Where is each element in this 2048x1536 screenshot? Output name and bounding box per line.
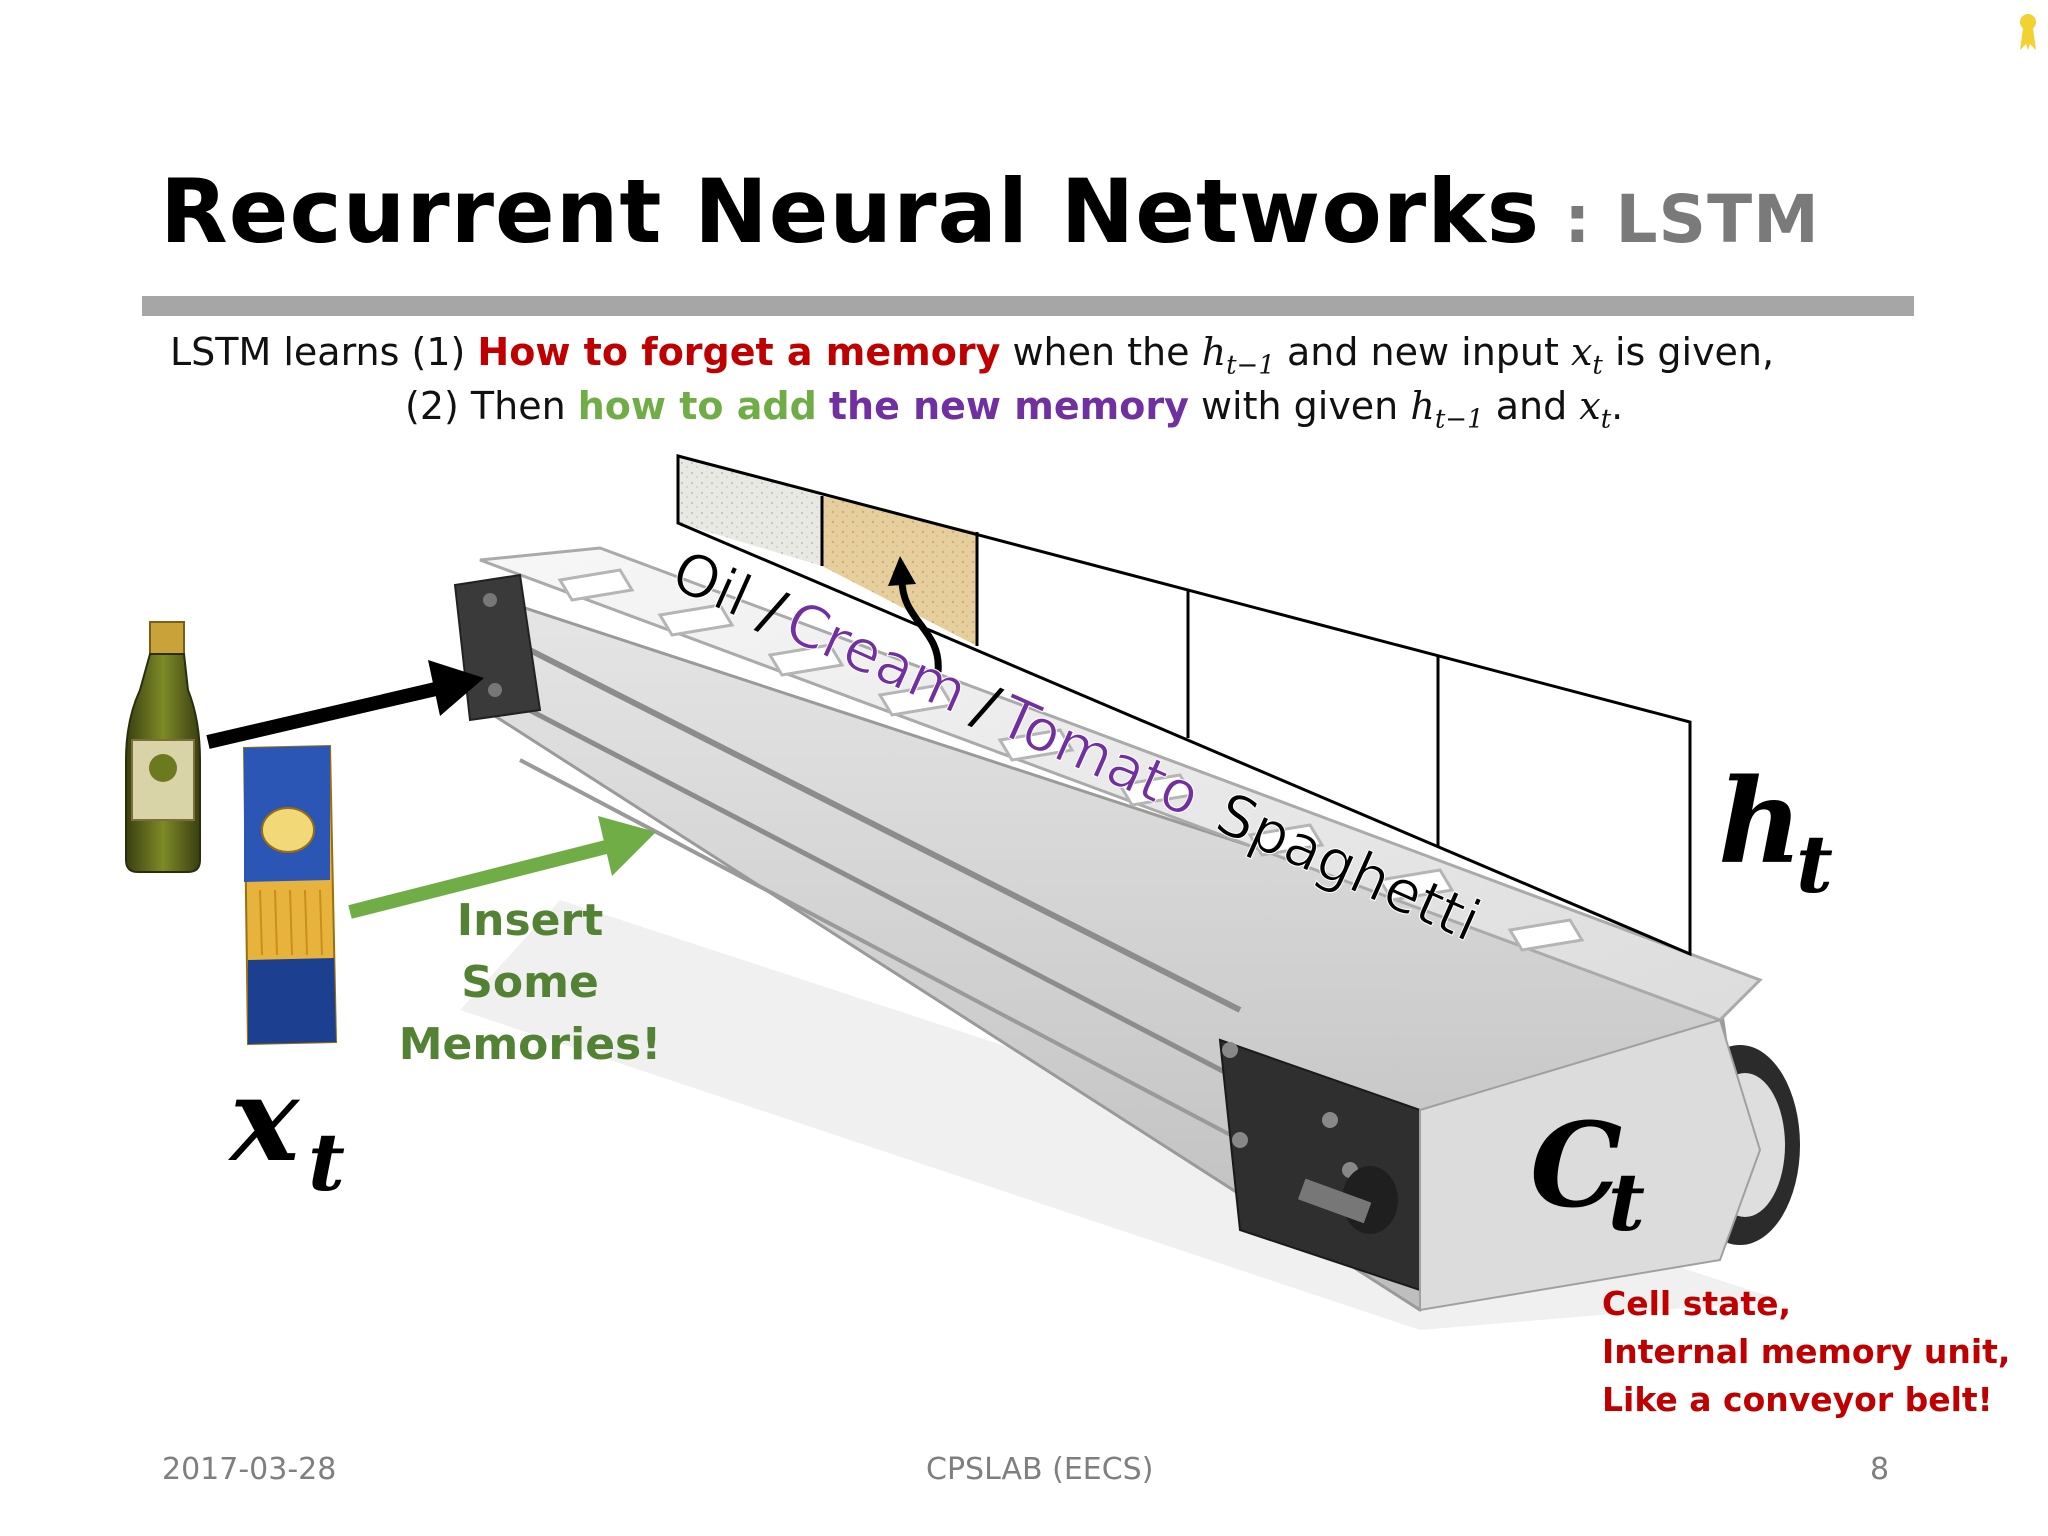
text: with given	[1188, 384, 1411, 428]
insert-line: Some	[461, 957, 599, 1008]
math-var: x	[1570, 330, 1593, 374]
c-t-subscript: t	[1608, 1155, 1645, 1249]
x-t-subscript: t	[308, 1115, 345, 1209]
ribbon-icon	[2020, 14, 2036, 50]
extract-arrow-head	[888, 556, 916, 586]
add-highlight: how to add	[577, 384, 817, 428]
math-x-t: xt	[1570, 330, 1603, 381]
cell-note-line: Cell state,	[1602, 1284, 1792, 1323]
cell-note-line: Internal memory unit,	[1602, 1332, 2011, 1371]
title-underline	[142, 296, 1914, 316]
new-memory-highlight: the new memory	[828, 384, 1189, 428]
text: .	[1611, 384, 1624, 428]
h-t-subscript: t	[1796, 817, 1833, 911]
math-var: h	[1410, 384, 1435, 428]
description-line-1: LSTM learns (1) How to forget a memory w…	[170, 330, 1774, 381]
math-var: h	[1201, 330, 1227, 374]
insert-memories-label: Insert Some Memories!	[380, 890, 680, 1076]
extract-arrow	[898, 575, 942, 673]
text: LSTM learns (1)	[170, 330, 478, 374]
math-sub: t	[1600, 404, 1612, 435]
footer-date: 2017-03-28	[162, 1452, 337, 1487]
forget-highlight: How to forget a memory	[477, 330, 1001, 374]
math-h-prev: ht−1	[1410, 384, 1483, 435]
footer-lab: CPSLAB (EECS)	[926, 1452, 1154, 1487]
x-t-label: x	[227, 1052, 301, 1188]
title-subtitle: : LSTM	[1564, 181, 1820, 258]
insert-arrow-head	[598, 816, 656, 876]
input-arrow	[206, 681, 442, 749]
math-h-prev: ht−1	[1201, 330, 1275, 381]
text: (2) Then	[405, 384, 578, 428]
math-x-t: xt	[1579, 384, 1611, 435]
h-t-label: h	[1718, 754, 1802, 890]
spaghetti-package-icon	[242, 744, 338, 1046]
input-arrow-head	[428, 660, 484, 716]
description-line-2: (2) Then how to add the new memory with …	[405, 384, 1623, 435]
slide-title: Recurrent Neural Networks : LSTM	[160, 160, 1820, 263]
math-sub: t−1	[1434, 404, 1484, 435]
insert-line: Memories!	[398, 1019, 662, 1070]
title-main: Recurrent Neural Networks	[160, 160, 1541, 263]
olive-oil-bottle-icon	[125, 621, 201, 873]
insert-line: Insert	[456, 895, 604, 946]
cell-note-line: Like a conveyor belt!	[1602, 1380, 1993, 1419]
text: and	[1483, 384, 1580, 428]
cell-state-note: Cell state, Internal memory unit, Like a…	[1602, 1280, 2010, 1424]
text: is given,	[1602, 330, 1775, 374]
math-sub: t	[1592, 350, 1603, 381]
insert-arrow	[348, 839, 612, 919]
page-number: 8	[1870, 1452, 1890, 1487]
text: when the	[1000, 330, 1202, 374]
math-var: x	[1579, 384, 1601, 428]
conveyor-belt	[453, 546, 1800, 1312]
c-t-label: C	[1530, 1098, 1622, 1234]
text: and new input	[1274, 330, 1571, 374]
math-sub: t−1	[1226, 350, 1275, 381]
